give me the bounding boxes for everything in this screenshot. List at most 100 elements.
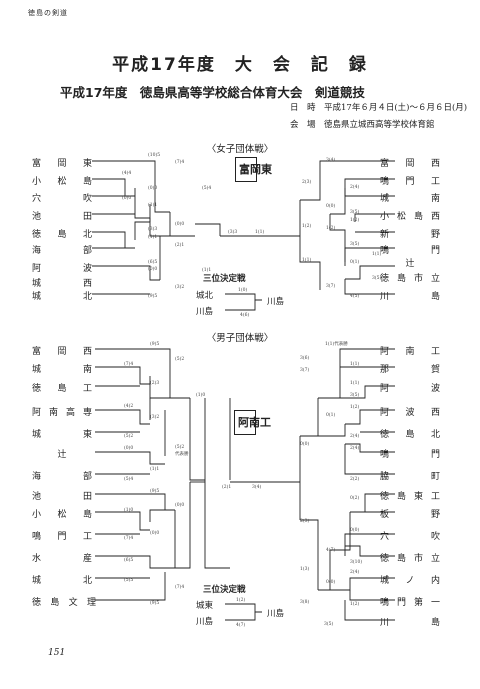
men-team-left: 水産	[32, 554, 92, 564]
women-champion-box: 富岡東	[235, 157, 272, 182]
score: (5)5	[124, 578, 134, 583]
score: 1(3)	[300, 567, 310, 572]
men-team-right: 徳島北	[380, 430, 440, 440]
score: 1(1)代表勝	[325, 342, 348, 347]
score: (2)3	[150, 381, 160, 386]
men-third-winner: 川島	[267, 609, 285, 619]
page-number: 151	[48, 648, 66, 658]
women-team-left: 徳島北	[32, 230, 92, 240]
score: 3(7)	[326, 284, 336, 289]
score: (5)2	[175, 357, 185, 362]
score: (4)2	[124, 404, 134, 409]
score: 3(5)	[324, 622, 334, 627]
men-section-title: 〈男子団体戦〉	[206, 333, 274, 344]
men-team-right: 鳴門	[380, 450, 440, 460]
women-team-left: 城北	[32, 292, 92, 302]
score: (3)2	[150, 415, 160, 420]
score: 4(6)	[240, 313, 250, 318]
score: 1(2)	[350, 405, 360, 410]
score: 1(1)	[372, 252, 382, 257]
score: 2(4)	[350, 185, 360, 190]
men-team-left: 辻	[57, 450, 67, 460]
men-team-right: 脇町	[380, 472, 440, 482]
men-team-right: 鳴門第一	[380, 598, 440, 608]
men-champion-name: 阿南工	[238, 416, 271, 429]
venue-line: 会 場 徳島県立城西高等学校体育館	[290, 120, 435, 130]
score: (5)2	[124, 434, 134, 439]
running-header: 徳島の剣道	[28, 9, 68, 17]
men-team-right: 那賀	[380, 365, 440, 375]
women-team-right: 徳島市立	[380, 274, 440, 284]
men-team-right: 徳島市立	[380, 554, 440, 564]
score: 4(5)	[350, 294, 360, 299]
score: (7)4	[175, 160, 185, 165]
women-team-left: 海部	[32, 246, 92, 256]
women-team-right: 富岡西	[380, 159, 440, 169]
score: (1)0	[196, 393, 206, 398]
men-team-right: 徳島東工	[380, 492, 440, 502]
score: (6)5	[124, 558, 134, 563]
score: (5)4	[124, 477, 134, 482]
score: (1)0	[124, 508, 134, 513]
score: 1(0)	[238, 288, 248, 293]
women-team-right: 鳴門	[380, 246, 440, 256]
men-team-right: 阿波	[380, 384, 440, 394]
event-subtitle: 平成17年度 徳島県高等学校総合体育大会 剣道競技	[60, 85, 365, 100]
score: 0(0)	[350, 528, 360, 533]
score: 1(1)	[350, 381, 360, 386]
score: 2(2)	[350, 477, 360, 482]
men-team-left: 池田	[32, 492, 92, 502]
women-third-winner: 川島	[267, 297, 285, 307]
women-team-right: 辻	[405, 259, 415, 269]
score: 代表勝	[175, 452, 189, 457]
score: 1(2)	[302, 224, 312, 229]
men-team-left: 鳴門工	[32, 532, 92, 542]
score: 1(2)	[350, 602, 360, 607]
score: (9)5	[150, 489, 160, 494]
women-team-left: 城西	[32, 279, 92, 289]
women-third-team-b: 川島	[196, 307, 214, 317]
score: (0)0	[124, 446, 134, 451]
women-team-right: 川島	[380, 292, 440, 302]
score: (5)4	[202, 186, 212, 191]
score: 3(7)	[300, 368, 310, 373]
score: (7)4	[124, 362, 134, 367]
men-team-left: 城東	[32, 430, 92, 440]
men-team-right: 板野	[380, 510, 440, 520]
score: 3(5)	[350, 242, 360, 247]
score: (0)0	[175, 222, 185, 227]
women-team-right: 新野	[380, 230, 440, 240]
score: (0)0	[148, 186, 158, 191]
women-team-left: 阿波	[32, 264, 92, 274]
women-team-left: 富岡東	[32, 159, 92, 169]
men-team-left: 小松島	[32, 510, 92, 520]
score: (0)0	[122, 196, 132, 201]
score: 3(5)	[372, 276, 382, 281]
score: (1)1	[148, 235, 158, 240]
men-third-place-title: 三位決定戦	[203, 585, 246, 595]
men-third-team-b: 川島	[196, 617, 214, 627]
score: 2(3)	[300, 519, 310, 524]
score: 4(7)	[236, 623, 246, 628]
score: 0(0)	[300, 442, 310, 447]
score: 3(10)	[350, 560, 363, 565]
score: 3(4)	[326, 158, 336, 163]
score: (3)2	[175, 285, 185, 290]
score: 2(3)	[302, 180, 312, 185]
score: (7)4	[175, 585, 185, 590]
women-team-right: 鳴門工	[380, 177, 440, 187]
score: 1(1)	[350, 362, 360, 367]
score: 0(1)	[350, 260, 360, 265]
score: 1(2)	[236, 598, 246, 603]
score: (0)0	[150, 531, 160, 536]
men-team-right: 城ノ内	[380, 576, 440, 586]
men-team-left: 徳島工	[32, 384, 92, 394]
score: 3(8)	[300, 600, 310, 605]
men-team-left: 海部	[32, 472, 92, 482]
score: 3(6)	[300, 356, 310, 361]
score: (2)1	[175, 243, 185, 248]
men-team-right: 阿南工	[380, 347, 440, 357]
score: (1)1	[150, 467, 160, 472]
